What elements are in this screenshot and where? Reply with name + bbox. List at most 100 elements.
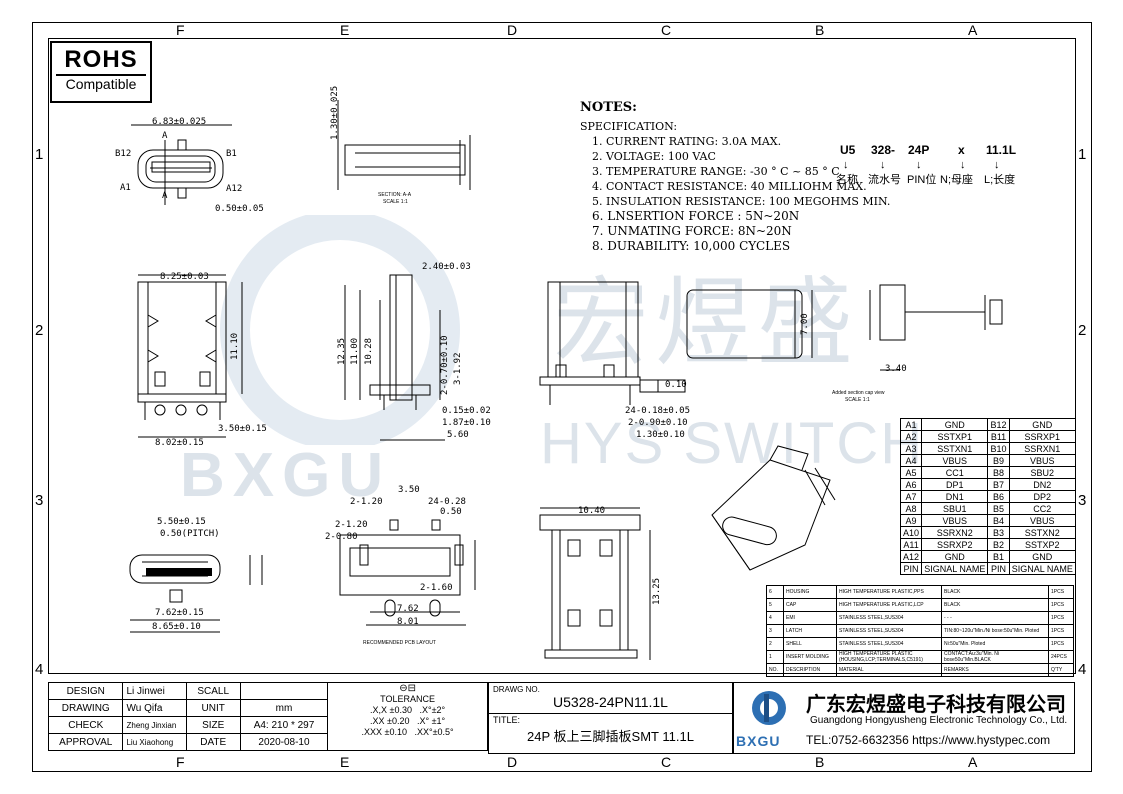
- pin-table-cell: A5: [899, 466, 923, 479]
- bom-cell: 1PCS: [1048, 611, 1074, 625]
- pin-label-b12: B12: [115, 149, 132, 159]
- dim-label: 1.30±0.025: [330, 85, 340, 140]
- note-item: 5. INSULATION RESISTANCE: 100 MEGOHMS MI…: [592, 195, 891, 208]
- dim-label: 0.15±0.02: [442, 406, 491, 416]
- dim-label: 5.50±0.15: [157, 517, 206, 527]
- company-block: BXGU 广东宏煜盛电子科技有限公司 Guangdong Hongyusheng…: [733, 682, 1075, 754]
- pin-table-cell: VBUS: [921, 514, 989, 527]
- bom-cell: REMARKS: [941, 663, 1049, 677]
- col-c-bottom: C: [661, 754, 672, 770]
- dim-label: 8.01: [397, 617, 419, 627]
- col-f: F: [176, 22, 185, 38]
- bom-cell: DESCRIPTION: [783, 663, 837, 677]
- dim-label: 2-0.80: [325, 532, 358, 542]
- notes-spec: SPECIFICATION:: [580, 120, 678, 133]
- rohs-subtitle: Compatible: [56, 74, 146, 92]
- note-item: 7. UNMATING FORCE: 8N~20N: [592, 224, 792, 238]
- part-code-seg: 24P: [908, 143, 930, 157]
- pin-table-cell: B5: [987, 502, 1010, 515]
- down-arrow-icon: ↓: [843, 159, 849, 171]
- note-item: 3. TEMPERATURE RANGE: -30 ° C ~ 85 ° C: [592, 165, 840, 178]
- dim-label: 7.62: [397, 604, 419, 614]
- pin-table-cell: VBUS: [1008, 454, 1077, 467]
- dim-label: 3.50: [398, 485, 420, 495]
- rohs-title: ROHS: [64, 46, 138, 73]
- pin-label-a12: A12: [226, 184, 243, 194]
- bom-cell: 1PCS: [1048, 585, 1074, 599]
- dim-label: 2.40±0.03: [422, 262, 471, 272]
- pin-table-cell: A11: [899, 538, 923, 551]
- pin-table-cell: SSRXN1: [1008, 442, 1077, 455]
- size-label: SIZE: [185, 716, 241, 734]
- tolerance-line: .X,X ±0.30: [370, 705, 412, 715]
- down-arrow-icon: ↓: [994, 159, 1000, 171]
- dim-label: 1.87±0.10: [442, 418, 491, 428]
- pin-table-cell: A8: [899, 502, 923, 515]
- added-view-label: Added section cap view: [832, 390, 885, 396]
- pin-table-cell: A7: [899, 490, 923, 503]
- scall-label: SCALL: [185, 682, 241, 700]
- scale-label: SCALE 1:1: [845, 397, 870, 403]
- pin-table-cell: SSRXP2: [921, 538, 989, 551]
- dim-label: 24-0.18±0.05: [625, 406, 691, 416]
- col-a: A: [968, 22, 978, 38]
- pin-table-cell: B2: [987, 538, 1010, 551]
- bom-cell: 1PCS: [1048, 637, 1074, 651]
- pin-table-cell: SIGNAL NAME: [921, 562, 989, 575]
- dim-label: 8.25±0.03: [160, 272, 209, 282]
- watermark-cn: 宏煜盛: [553, 267, 859, 379]
- dim-label: 0.50(PITCH): [160, 529, 220, 539]
- pin-table-cell: B6: [987, 490, 1010, 503]
- pin-table-cell: GND: [1008, 550, 1077, 563]
- unit-value: mm: [239, 699, 329, 717]
- note-item: 8. DURABILITY: 10,000 CYCLES: [592, 239, 791, 253]
- part-code-seg: 328-: [871, 143, 896, 157]
- bom-cell: STAINLESS STEEL,SUS304: [836, 637, 942, 651]
- drawing-outer-frame: [32, 22, 1092, 772]
- pin-table-cell: A3: [899, 442, 923, 455]
- dim-label: 0.50: [440, 507, 462, 517]
- tolerance-label: TOLERANCE: [380, 694, 436, 704]
- col-e: E: [340, 22, 350, 38]
- bom-cell: 1PCS: [1048, 624, 1074, 638]
- pcb-layout-label: RECOMMENDED PCB LAYOUT: [363, 640, 436, 646]
- bom-cell: HIGH TEMPERATURE PLASTIC,PPS: [836, 585, 942, 599]
- bom-cell: Q'TY: [1048, 663, 1074, 677]
- bom-cell: BLACK: [941, 585, 1049, 599]
- design-value: Li Jinwei: [122, 682, 187, 700]
- pin-table-cell: SSRXP1: [1008, 430, 1077, 443]
- tolerance-line: .XX°±0.5°: [414, 727, 454, 737]
- pin-table-cell: PIN: [899, 562, 923, 575]
- dim-label: 0.50±0.05: [215, 204, 264, 214]
- pin-table-cell: B1: [987, 550, 1010, 563]
- tolerance-line: .XXX ±0.10: [361, 727, 407, 737]
- dim-label: 12.35: [337, 337, 347, 365]
- pin-table-cell: B11: [987, 430, 1010, 443]
- pin-table-cell: A6: [899, 478, 923, 491]
- pin-table-cell: SSRXN2: [921, 526, 989, 539]
- check-value: Zheng Jinxian: [122, 716, 187, 734]
- bom-cell: SHELL: [783, 637, 837, 651]
- pin-table-cell: VBUS: [1008, 514, 1077, 527]
- bom-cell: STAINLESS STEEL,SUS304: [836, 624, 942, 638]
- pin-table-cell: B3: [987, 526, 1010, 539]
- note-item: 1. CURRENT RATING: 3.0A MAX.: [592, 135, 782, 148]
- pin-table-cell: CC1: [921, 466, 989, 479]
- date-value: 2020-08-10: [239, 733, 329, 751]
- col-d-bottom: D: [507, 754, 518, 770]
- down-arrow-icon: ↓: [880, 159, 886, 171]
